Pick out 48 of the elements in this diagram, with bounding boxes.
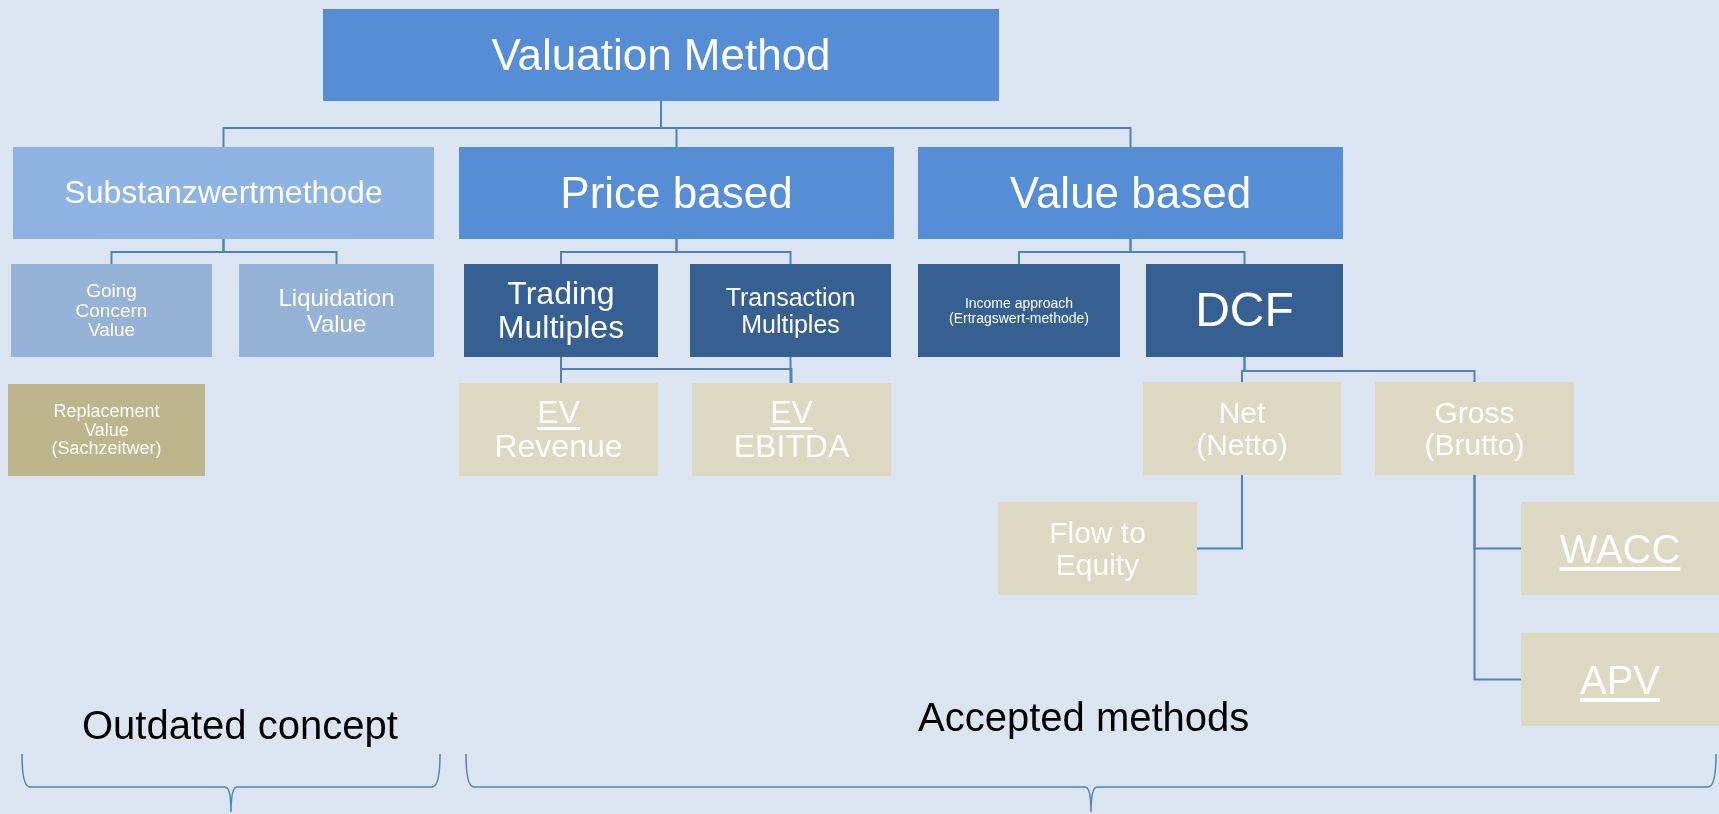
method-box — [323, 9, 999, 101]
connector-line — [675, 238, 792, 265]
method-box — [459, 383, 658, 476]
box-label: DCF — [1195, 285, 1294, 336]
group-label: Accepted methods — [918, 695, 1250, 740]
box-label: Substanzwertmethode — [64, 176, 383, 210]
connector-line — [560, 356, 793, 384]
connector-line — [1243, 356, 1476, 383]
box-label: Valuation Method — [491, 31, 831, 79]
method-box — [690, 264, 891, 357]
link-text: WACC — [1559, 527, 1681, 570]
box-label: Net (Netto) — [1195, 397, 1289, 460]
connector-line — [1196, 474, 1243, 550]
box-label: Flow to Equity — [1048, 517, 1147, 580]
box-label: Value based — [1009, 169, 1252, 217]
method-box — [918, 147, 1343, 239]
method-box — [1521, 633, 1719, 726]
connector-line — [222, 238, 338, 265]
method-box — [8, 384, 205, 476]
box-label: Transaction Multiples — [724, 284, 857, 337]
method-box — [1521, 502, 1719, 595]
method-box — [692, 383, 891, 476]
method-box — [13, 147, 434, 239]
connector-line — [789, 356, 792, 384]
box-label: Replacement Value (Sachzeitwer) — [50, 401, 163, 459]
numerator-text: EV — [770, 395, 813, 430]
method-box — [998, 502, 1197, 595]
denominator-text: EBITDA — [733, 429, 850, 464]
method-box — [464, 264, 658, 357]
box-label: Trading Multiples — [496, 276, 626, 345]
box-label: Gross (Brutto) — [1423, 397, 1526, 460]
box-label: Price based — [560, 169, 793, 217]
connector-line — [1473, 474, 1522, 681]
link-text: APV — [1579, 658, 1660, 701]
numerator-text: EV — [537, 395, 580, 430]
denominator-text: Revenue — [494, 429, 623, 464]
method-box — [459, 147, 894, 239]
method-box — [239, 264, 434, 357]
connector-line — [1129, 238, 1246, 265]
method-box — [1146, 264, 1343, 357]
box-label: Income approach (Ertragswert-methode) — [948, 295, 1090, 326]
box-label: Liquidation Value — [278, 285, 395, 336]
method-box — [1143, 382, 1341, 475]
group-label: Outdated concept — [82, 703, 398, 748]
method-box — [1375, 382, 1574, 475]
box-label: Going Concern Value — [74, 280, 149, 341]
method-box — [11, 264, 212, 357]
method-box — [918, 264, 1120, 357]
